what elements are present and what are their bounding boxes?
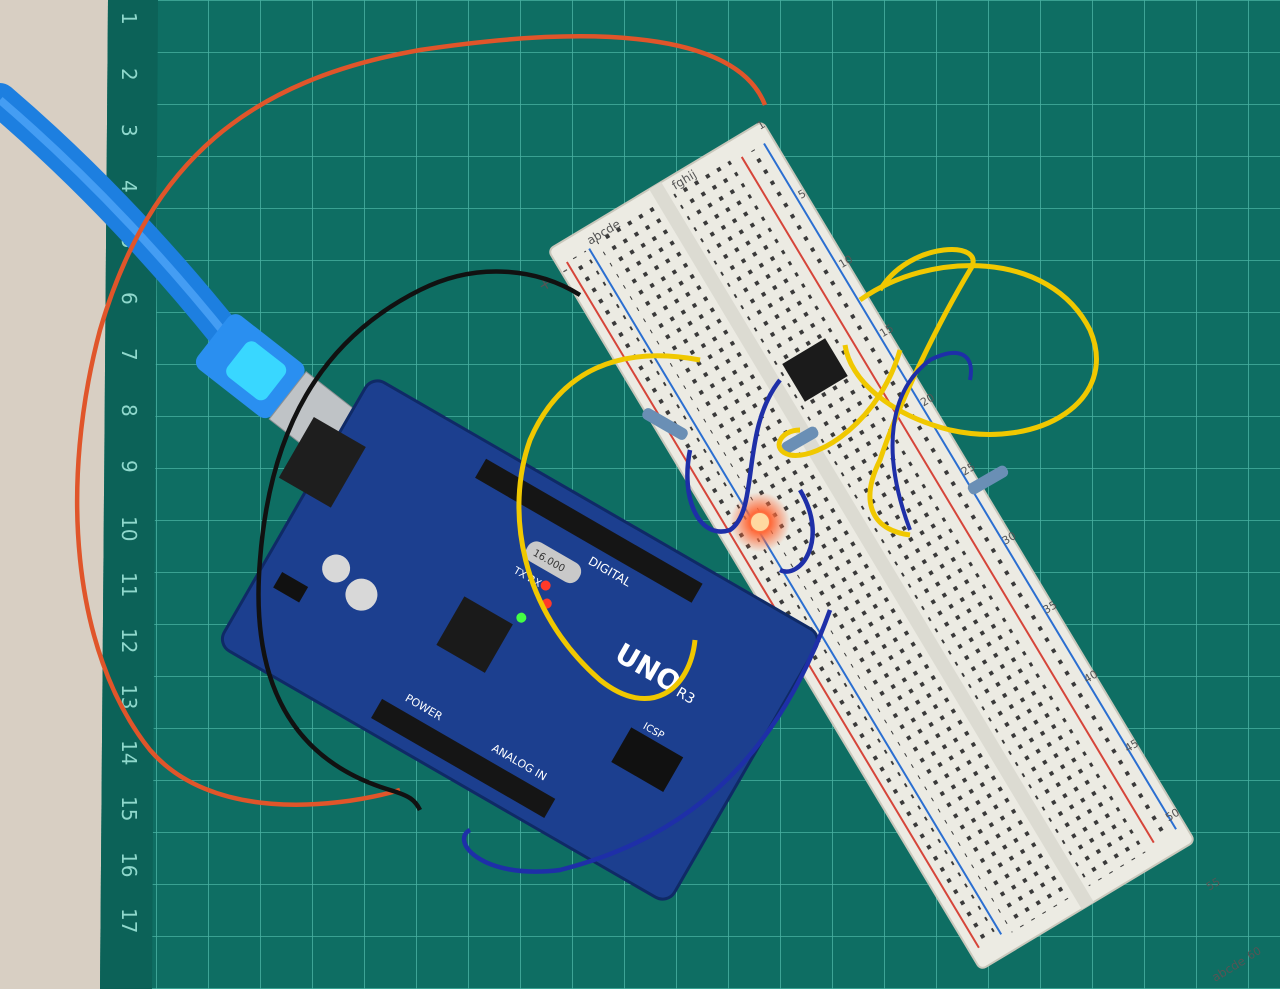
breadboard-label: 40 xyxy=(1082,668,1101,686)
wire-yellow xyxy=(516,353,701,701)
capacitor xyxy=(345,578,378,611)
wire-blue xyxy=(461,609,833,874)
breadboard-label: 45 xyxy=(1122,737,1141,755)
wire-blue xyxy=(685,378,782,534)
ruler-number: 10 xyxy=(117,516,141,541)
ruler-number: 7 xyxy=(117,348,141,361)
ruler-number: 3 xyxy=(117,124,141,137)
microcontroller-chip xyxy=(436,596,513,673)
wire-red xyxy=(74,34,768,807)
wire-blue xyxy=(890,350,973,531)
ruler-number: 9 xyxy=(117,460,141,473)
icsp-header xyxy=(611,727,684,792)
ruler-number: 14 xyxy=(117,740,141,765)
mat-ruler-strip xyxy=(100,0,158,989)
wire-yellow xyxy=(867,247,976,538)
resistor xyxy=(967,465,1009,495)
ruler-number: 2 xyxy=(117,68,141,81)
wire-blue xyxy=(778,488,815,574)
led xyxy=(751,513,769,531)
power-led xyxy=(516,612,527,623)
arduino-board: 16.000 UNO R3 DIGITAL POWER ANALOG IN IC… xyxy=(220,379,820,901)
ruler-number: 17 xyxy=(117,908,141,933)
breadboard-label: 25 xyxy=(959,460,978,478)
capacitor xyxy=(322,554,351,583)
ruler-number: 16 xyxy=(117,852,141,877)
breadboard-label: 50 xyxy=(1163,806,1182,824)
breadboard-label: 10 xyxy=(837,253,856,271)
wire-yellow xyxy=(842,263,1099,437)
ruler-number: 8 xyxy=(117,404,141,417)
wire-yellow xyxy=(776,349,903,458)
breadboard-label: 55 xyxy=(1204,875,1223,893)
resistor xyxy=(781,426,819,454)
ic-chip xyxy=(782,338,848,402)
ruler-number: 15 xyxy=(117,796,141,821)
ruler-number: 12 xyxy=(117,628,141,653)
power-analog-header xyxy=(371,698,556,818)
breadboard-label: 35 xyxy=(1041,598,1060,616)
status-led xyxy=(540,580,551,591)
ruler-number: 1 xyxy=(117,12,141,25)
table-edge xyxy=(0,0,108,989)
wire-black xyxy=(256,269,582,812)
breadboard-label: 15 xyxy=(877,322,896,340)
dc-jack xyxy=(278,417,366,508)
ruler-number: 6 xyxy=(117,292,141,305)
resistor xyxy=(642,408,688,440)
reset-button xyxy=(273,571,309,603)
breadboard-label: 30 xyxy=(1000,529,1019,547)
digital-header xyxy=(475,458,703,603)
ruler-number: 11 xyxy=(117,572,141,597)
ruler-number: 4 xyxy=(117,180,141,193)
crystal xyxy=(525,541,582,584)
breadboard-label: 20 xyxy=(918,391,937,409)
breadboard-label: 60 xyxy=(1245,944,1264,962)
